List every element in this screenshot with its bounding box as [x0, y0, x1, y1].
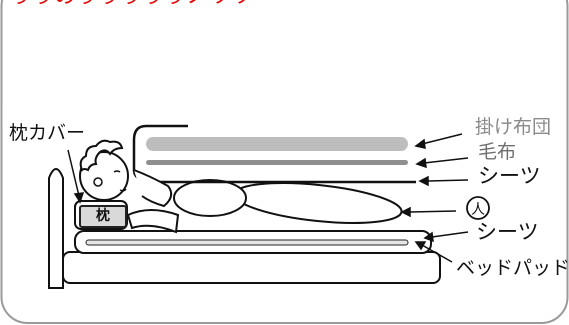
arrow-moufu — [424, 158, 468, 163]
arrow-moufu-head — [417, 159, 426, 167]
label-bed-pad: ベッドパッド — [456, 259, 569, 278]
arrow-kakebuton — [422, 134, 462, 144]
body-torso — [174, 180, 246, 216]
arrow-sheets-bottom — [432, 232, 468, 237]
label-sheets-top: シーツ — [478, 166, 541, 187]
label-moufu: 毛布 — [478, 143, 516, 162]
arrow-sheets-top-head — [420, 177, 428, 185]
bed-pad-bar — [86, 240, 408, 245]
label-pillow-cover: 枕カバー — [9, 124, 85, 143]
blanket-outline — [134, 126, 416, 182]
headboard — [49, 169, 63, 288]
body-legs — [233, 176, 404, 229]
label-sheets-bottom: シーツ — [476, 222, 539, 243]
arrow-person — [410, 211, 456, 212]
ear — [94, 178, 102, 186]
arrow-sheets-top — [428, 180, 468, 181]
bed-base — [63, 252, 440, 283]
arm — [128, 210, 178, 232]
kakebuton-bar — [146, 137, 408, 151]
moufu-bar — [146, 160, 408, 165]
sheet-top-curve — [134, 170, 171, 206]
pillow-label-tag: 枕 — [79, 205, 127, 228]
person-symbol-text: 人 — [471, 202, 485, 218]
arrow-kakebuton-head — [416, 140, 425, 148]
arrow-pillowcover — [68, 150, 79, 196]
arrow-person-head — [402, 208, 410, 216]
label-kakebuton: 掛け布団 — [475, 118, 551, 137]
